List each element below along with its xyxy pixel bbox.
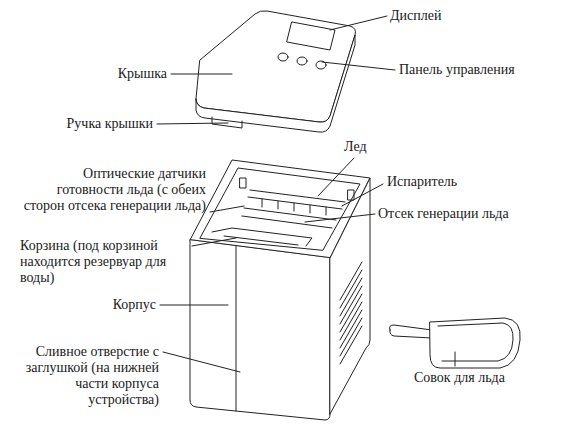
part-label: Совок для льда xyxy=(414,370,505,386)
vent-slat xyxy=(340,286,362,324)
leader-line xyxy=(318,158,354,196)
tray-bar xyxy=(242,216,332,228)
vent-slat xyxy=(340,278,362,316)
body-opening xyxy=(200,168,360,250)
leader-line xyxy=(160,305,228,306)
ice-sensor xyxy=(240,178,246,188)
basket xyxy=(212,228,312,246)
vent-grille xyxy=(340,262,362,364)
part-label: Испаритель xyxy=(387,174,457,190)
leader-line xyxy=(163,352,240,372)
button xyxy=(278,53,288,61)
vent-slat xyxy=(340,302,362,340)
ice-sensor xyxy=(348,190,354,200)
scoop-lip xyxy=(438,323,513,361)
button xyxy=(297,57,307,65)
scoop-bowl xyxy=(430,318,520,368)
display-window xyxy=(287,22,335,50)
part-label: Отсек генерации льда xyxy=(378,206,509,222)
vent-slat xyxy=(340,326,362,364)
leader-line xyxy=(171,74,232,75)
leader-line xyxy=(455,352,456,366)
body-side xyxy=(330,178,370,414)
vent-slat xyxy=(340,294,362,332)
leader-line xyxy=(305,214,375,222)
lid-top xyxy=(196,11,355,122)
vent-slat xyxy=(340,310,362,348)
part-label: Лед xyxy=(344,139,367,155)
part-label: Оптические датчики готовности льда (с об… xyxy=(20,166,206,214)
vent-slat xyxy=(340,270,362,308)
vent-slat xyxy=(340,318,362,356)
ice-tray xyxy=(212,178,354,246)
part-label: Корзина (под корзиной находится резервуа… xyxy=(20,238,188,286)
front-seam xyxy=(236,246,237,411)
leader-line xyxy=(192,238,236,246)
lid-edge xyxy=(196,35,355,132)
scoop-handle xyxy=(390,325,433,338)
part-label: Корпус xyxy=(113,297,156,313)
part-label: Сливное отверстие с заглушкой (на нижней… xyxy=(4,344,159,408)
part-label: Ручка крышки xyxy=(67,116,153,132)
leader-line xyxy=(342,184,383,206)
ice-fingers xyxy=(262,199,326,215)
body-front xyxy=(190,240,330,420)
evaporator-bar xyxy=(250,190,345,202)
leader-line xyxy=(330,16,387,30)
vent-slat xyxy=(340,262,362,300)
leader-line xyxy=(157,123,228,124)
lid-handle xyxy=(212,117,242,128)
leader-line xyxy=(210,206,244,212)
part-label: Панель управления xyxy=(399,62,515,78)
part-label: Дисплей xyxy=(390,8,441,24)
part-label: Крышка xyxy=(118,66,167,82)
leader-line xyxy=(322,62,395,70)
